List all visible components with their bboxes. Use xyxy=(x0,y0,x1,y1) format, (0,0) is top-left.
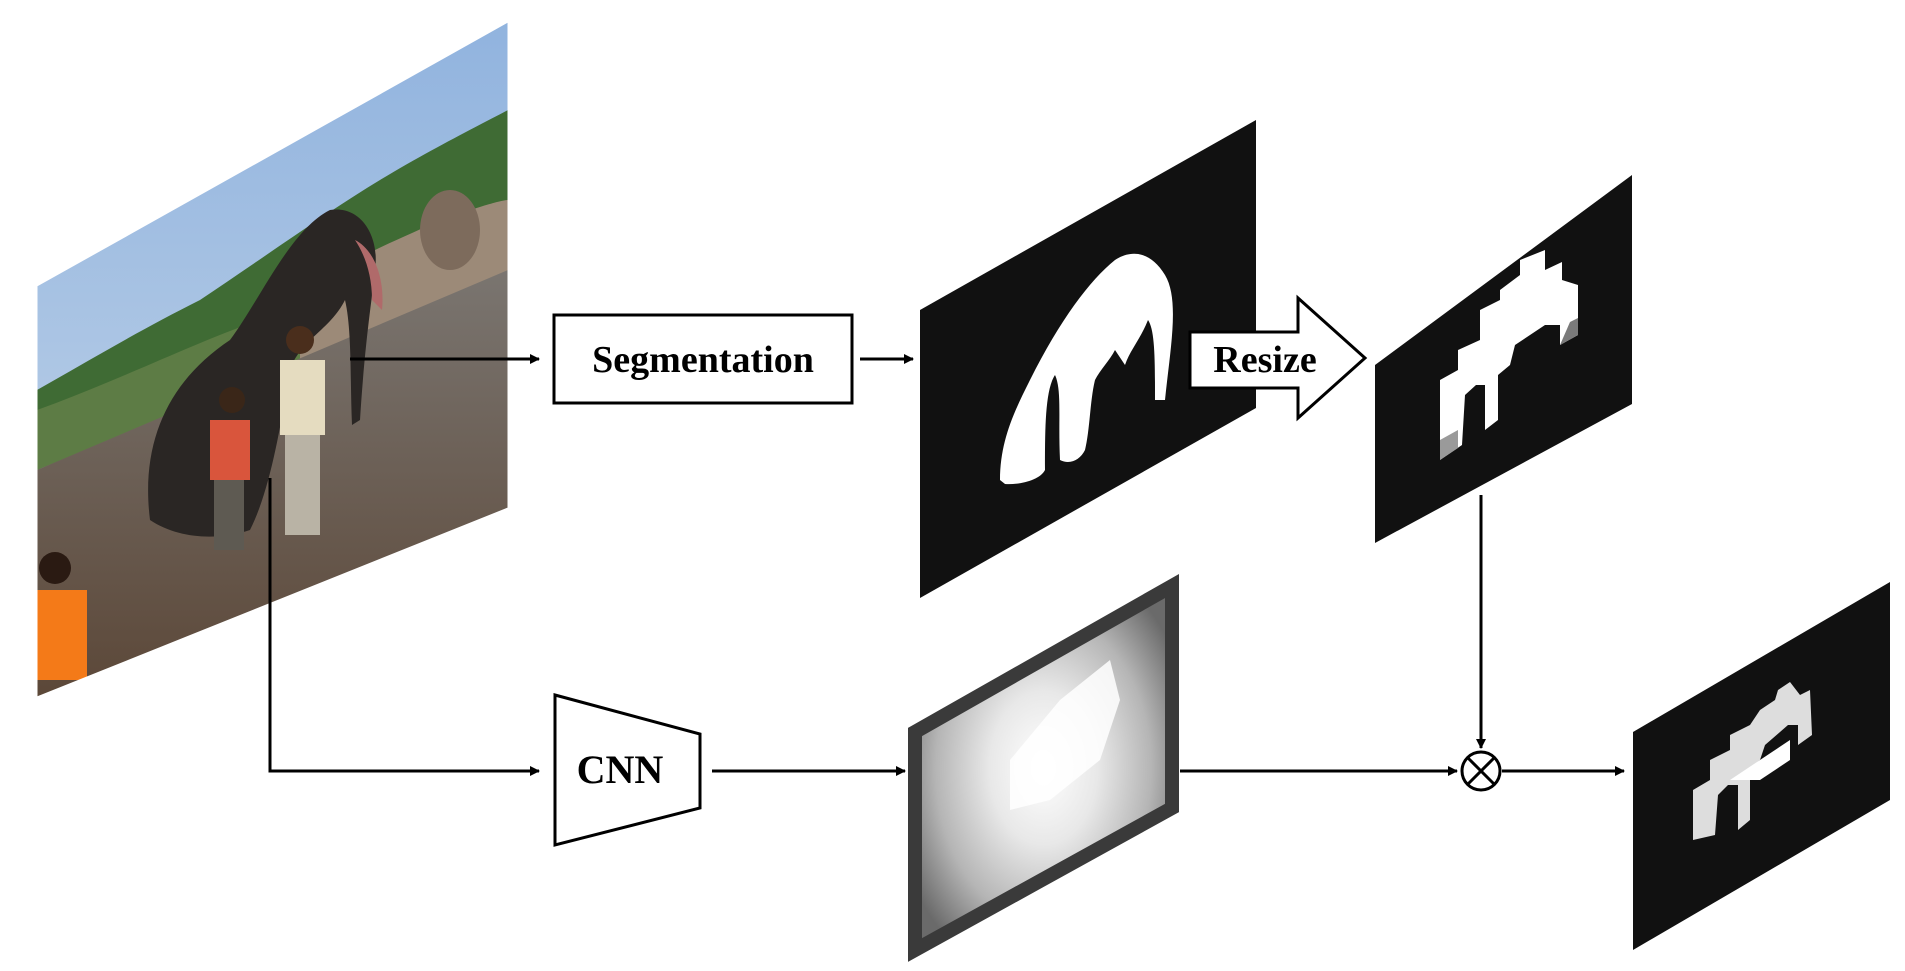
feature-map xyxy=(908,573,1179,962)
resize-label: Resize xyxy=(1213,339,1316,381)
segmentation-label: Segmentation xyxy=(592,339,814,381)
resized-mask xyxy=(1375,175,1632,543)
resize-arrow-shape xyxy=(1188,294,1368,422)
segmentation-box xyxy=(552,313,854,405)
edge-photo-to-cnn xyxy=(268,478,540,776)
output-map xyxy=(1633,582,1890,950)
multiply-operator xyxy=(1460,750,1502,792)
segmentation-mask xyxy=(920,120,1256,598)
cnn-block xyxy=(553,693,702,847)
cnn-label: CNN xyxy=(577,747,664,792)
